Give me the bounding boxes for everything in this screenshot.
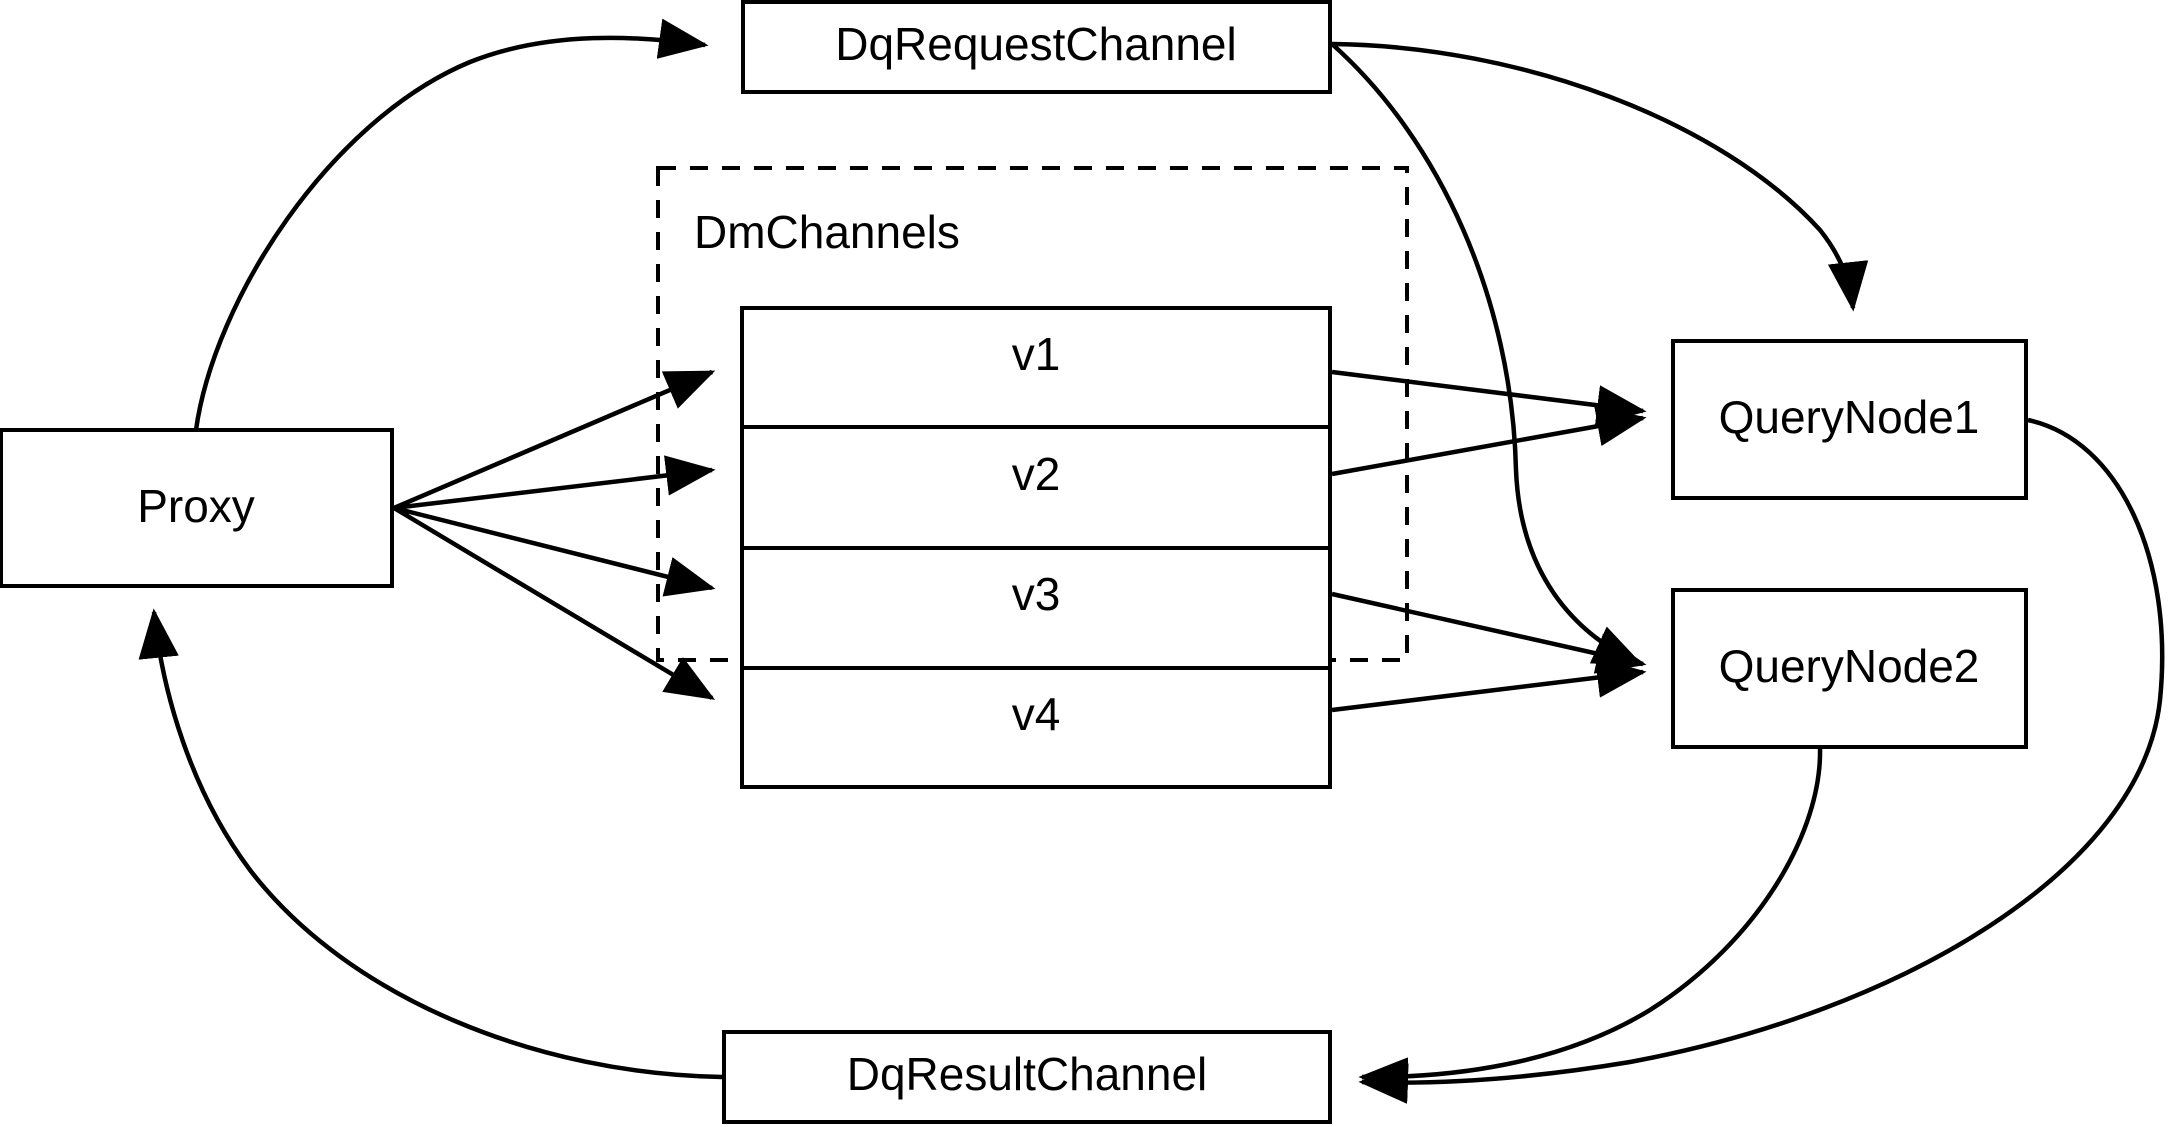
- node-proxy[interactable]: Proxy: [0, 428, 394, 588]
- edge-v3-to-qn2: [1331, 591, 1647, 674]
- proxy-box[interactable]: [0, 428, 394, 588]
- edge-qn1-to-dqresult: [1358, 417, 2165, 1104]
- query-node-2-box[interactable]: [1671, 588, 2028, 749]
- edge-v4-to-qn2: [1331, 657, 1647, 713]
- edge-qn2-to-dqresult: [1358, 747, 1823, 1098]
- dq-result-channel-label: DqResultChannel: [847, 1048, 1208, 1100]
- query-node-1-label: QueryNode1: [1719, 391, 1980, 443]
- query-node-2-label: QueryNode2: [1719, 640, 1980, 692]
- channel-row-v2[interactable]: v2: [1012, 448, 1061, 500]
- channel-row-v4[interactable]: v4: [1012, 688, 1061, 740]
- edge-proxy-to-dqrequest: [193, 18, 709, 431]
- edge-proxy-to-v2: [393, 455, 716, 511]
- channel-row-v3[interactable]: v3: [1012, 568, 1061, 620]
- proxy-label: Proxy: [137, 480, 255, 532]
- dq-request-channel-label: DqRequestChannel: [835, 18, 1237, 70]
- node-query-node-1[interactable]: QueryNode1: [1671, 339, 2028, 500]
- node-dq-request-channel[interactable]: DqRequestChannel: [741, 0, 1332, 94]
- dq-result-channel-box[interactable]: [722, 1030, 1332, 1124]
- edge-dqrequest-to-qn1: [1331, 41, 1869, 312]
- edge-dqrequest-to-qn2: [1330, 42, 1644, 667]
- node-dq-result-channel[interactable]: DqResultChannel: [722, 1030, 1332, 1124]
- dm-channels-label: DmChannels: [694, 206, 960, 258]
- channel-row-v1[interactable]: v1: [1012, 328, 1061, 380]
- query-node-1-box[interactable]: [1671, 339, 2028, 500]
- node-query-node-2[interactable]: QueryNode2: [1671, 588, 2028, 749]
- edge-proxy-to-v4: [392, 506, 716, 700]
- dq-request-channel-box[interactable]: [741, 0, 1332, 94]
- edge-v2-to-qn1: [1331, 406, 1647, 477]
- channel-stack: v1 v2 v3 v4: [740, 306, 1332, 789]
- edge-v1-to-qn1: [1331, 369, 1647, 426]
- edge-dqresult-to-proxy: [138, 608, 723, 1080]
- edge-proxy-to-v3: [393, 505, 716, 597]
